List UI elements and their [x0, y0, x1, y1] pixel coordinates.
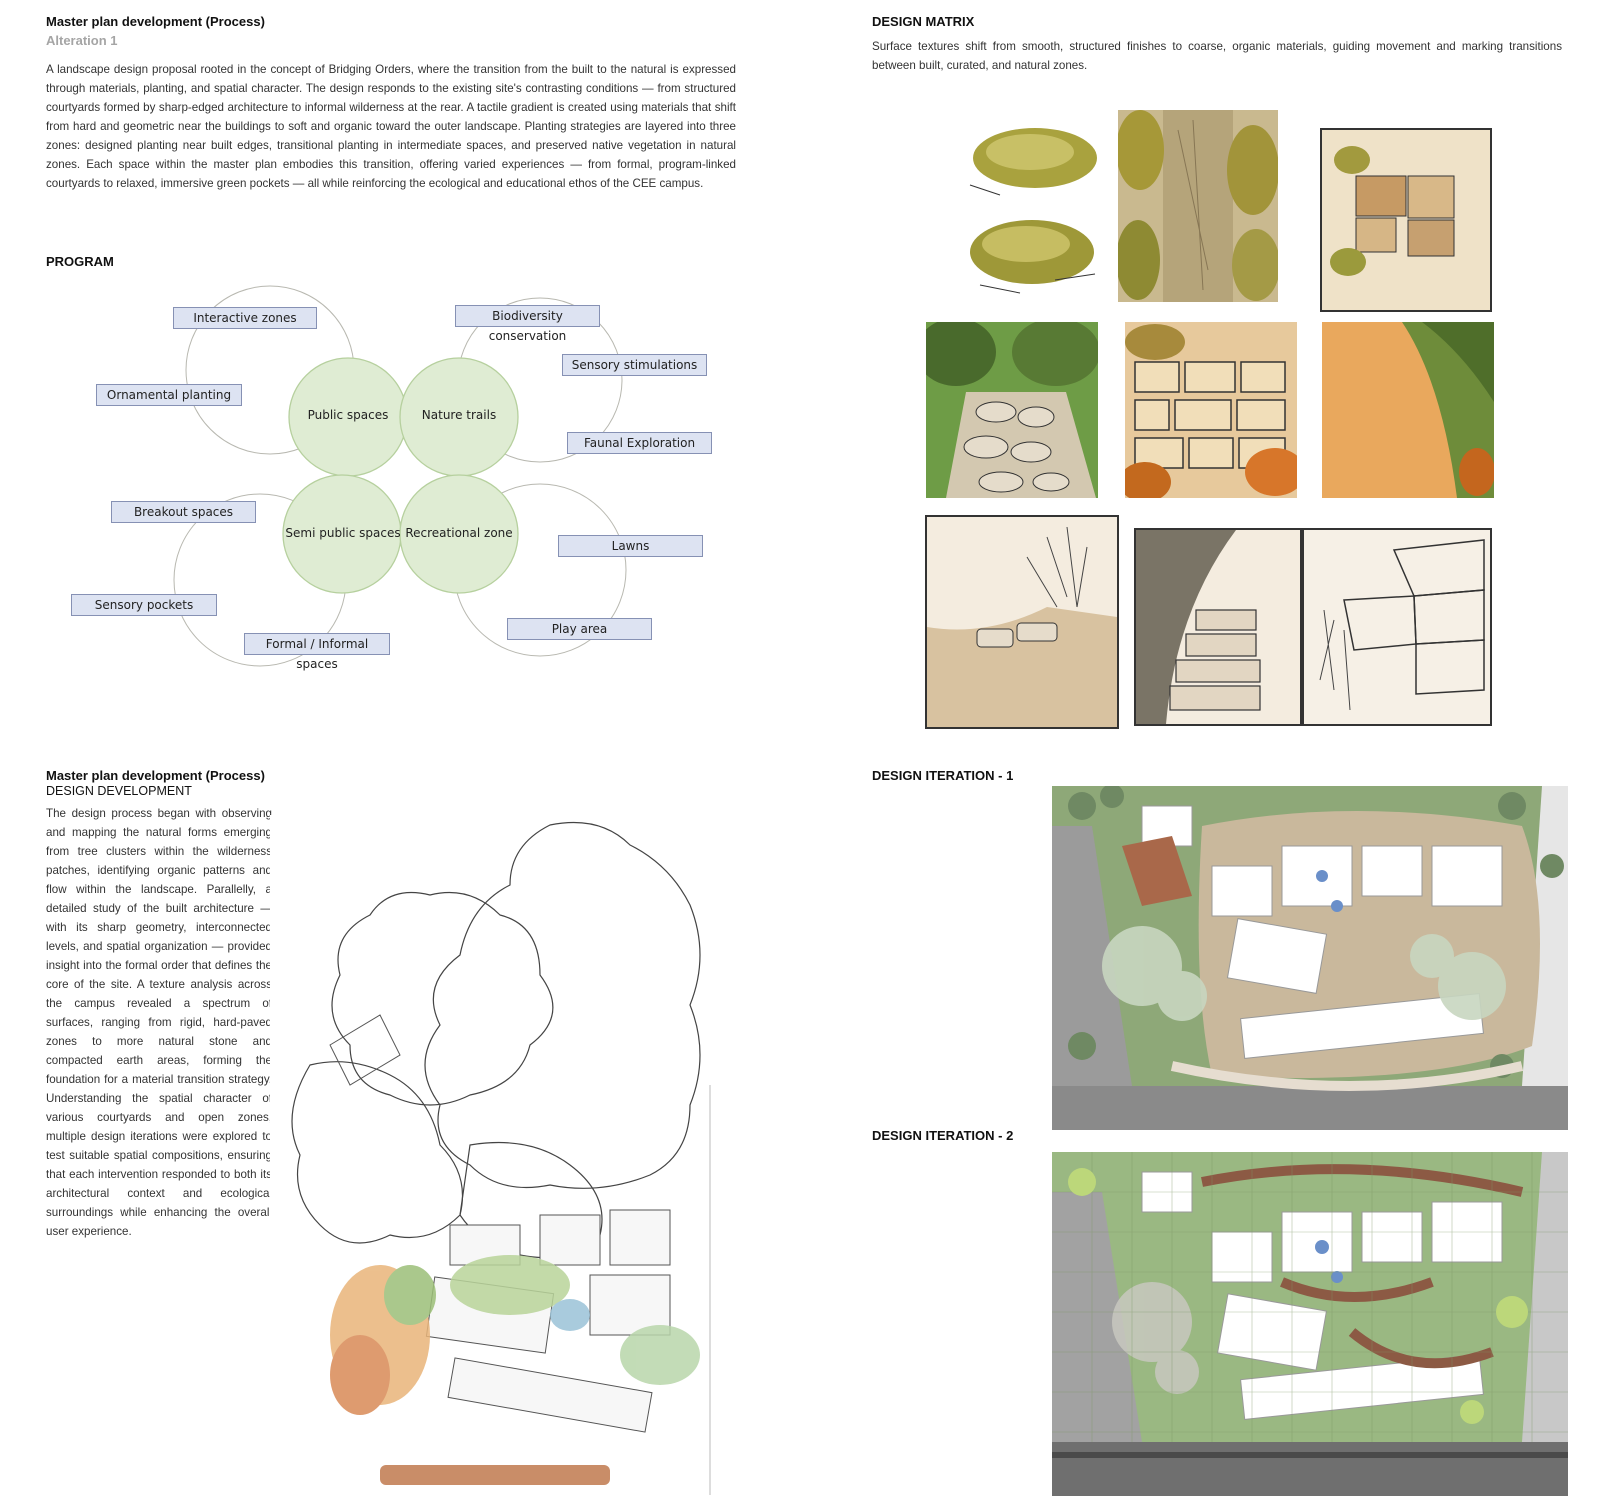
- iteration-2-heading: DESIGN ITERATION - 2: [872, 1128, 1014, 1143]
- texture-natural-ground: [925, 515, 1119, 729]
- tag-sensory-pockets: Sensory pockets: [71, 594, 217, 616]
- circle-label-recreational: Recreational zone: [405, 526, 513, 540]
- tag-sensory-stimulations: Sensory stimulations: [562, 354, 707, 376]
- tag-biodiversity: Biodiversity conservation: [455, 305, 600, 343]
- circle-recreational: [399, 474, 519, 594]
- alteration-subtitle: Alteration 1: [46, 33, 118, 48]
- development-title: Master plan development (Process): [46, 768, 265, 783]
- texture-gravel-planting: [1118, 110, 1278, 302]
- circle-label-semipublic: Semi public spaces: [285, 526, 401, 540]
- iteration-1-heading: DESIGN ITERATION - 1: [872, 768, 1014, 783]
- tag-breakout-spaces: Breakout spaces: [111, 501, 256, 523]
- program-diagram: [173, 285, 627, 667]
- tag-interactive-zones: Interactive zones: [173, 307, 317, 329]
- tag-ornamental-planting: Ornamental planting: [96, 384, 242, 406]
- texture-stepping-stones: [926, 322, 1098, 498]
- tag-play-area: Play area: [507, 618, 652, 640]
- iteration-1-plan: [1052, 786, 1568, 1130]
- tag-faunal-exploration: Faunal Exploration: [567, 432, 712, 454]
- texture-stone-blocks: [1125, 322, 1297, 498]
- program-heading: PROGRAM: [46, 254, 114, 269]
- tag-formal-informal: Formal / Informal spaces: [244, 633, 390, 671]
- tag-lawns: Lawns: [558, 535, 703, 557]
- circle-label-nature: Nature trails: [421, 408, 497, 422]
- circle-label-public: Public spaces: [307, 408, 389, 422]
- texture-compacted-earth: [1322, 322, 1494, 498]
- texture-paving-tiles: [1320, 128, 1492, 312]
- development-subtitle: DESIGN DEVELOPMENT: [46, 784, 192, 798]
- matrix-body: Surface textures shift from smooth, stru…: [872, 40, 1562, 72]
- texture-shrubs-sketch: [960, 110, 1110, 300]
- development-body: The design process began with observing …: [46, 807, 272, 1238]
- texture-paving-slabs: [1302, 528, 1492, 726]
- matrix-heading: DESIGN MATRIX: [872, 14, 975, 29]
- alteration-title: Master plan development (Process): [46, 14, 265, 29]
- iteration-2-plan: [1052, 1152, 1568, 1496]
- master-plan-sketch: [270, 815, 740, 1495]
- alteration-body: A landscape design proposal rooted in th…: [46, 63, 736, 190]
- texture-stone-steps: [1134, 528, 1302, 726]
